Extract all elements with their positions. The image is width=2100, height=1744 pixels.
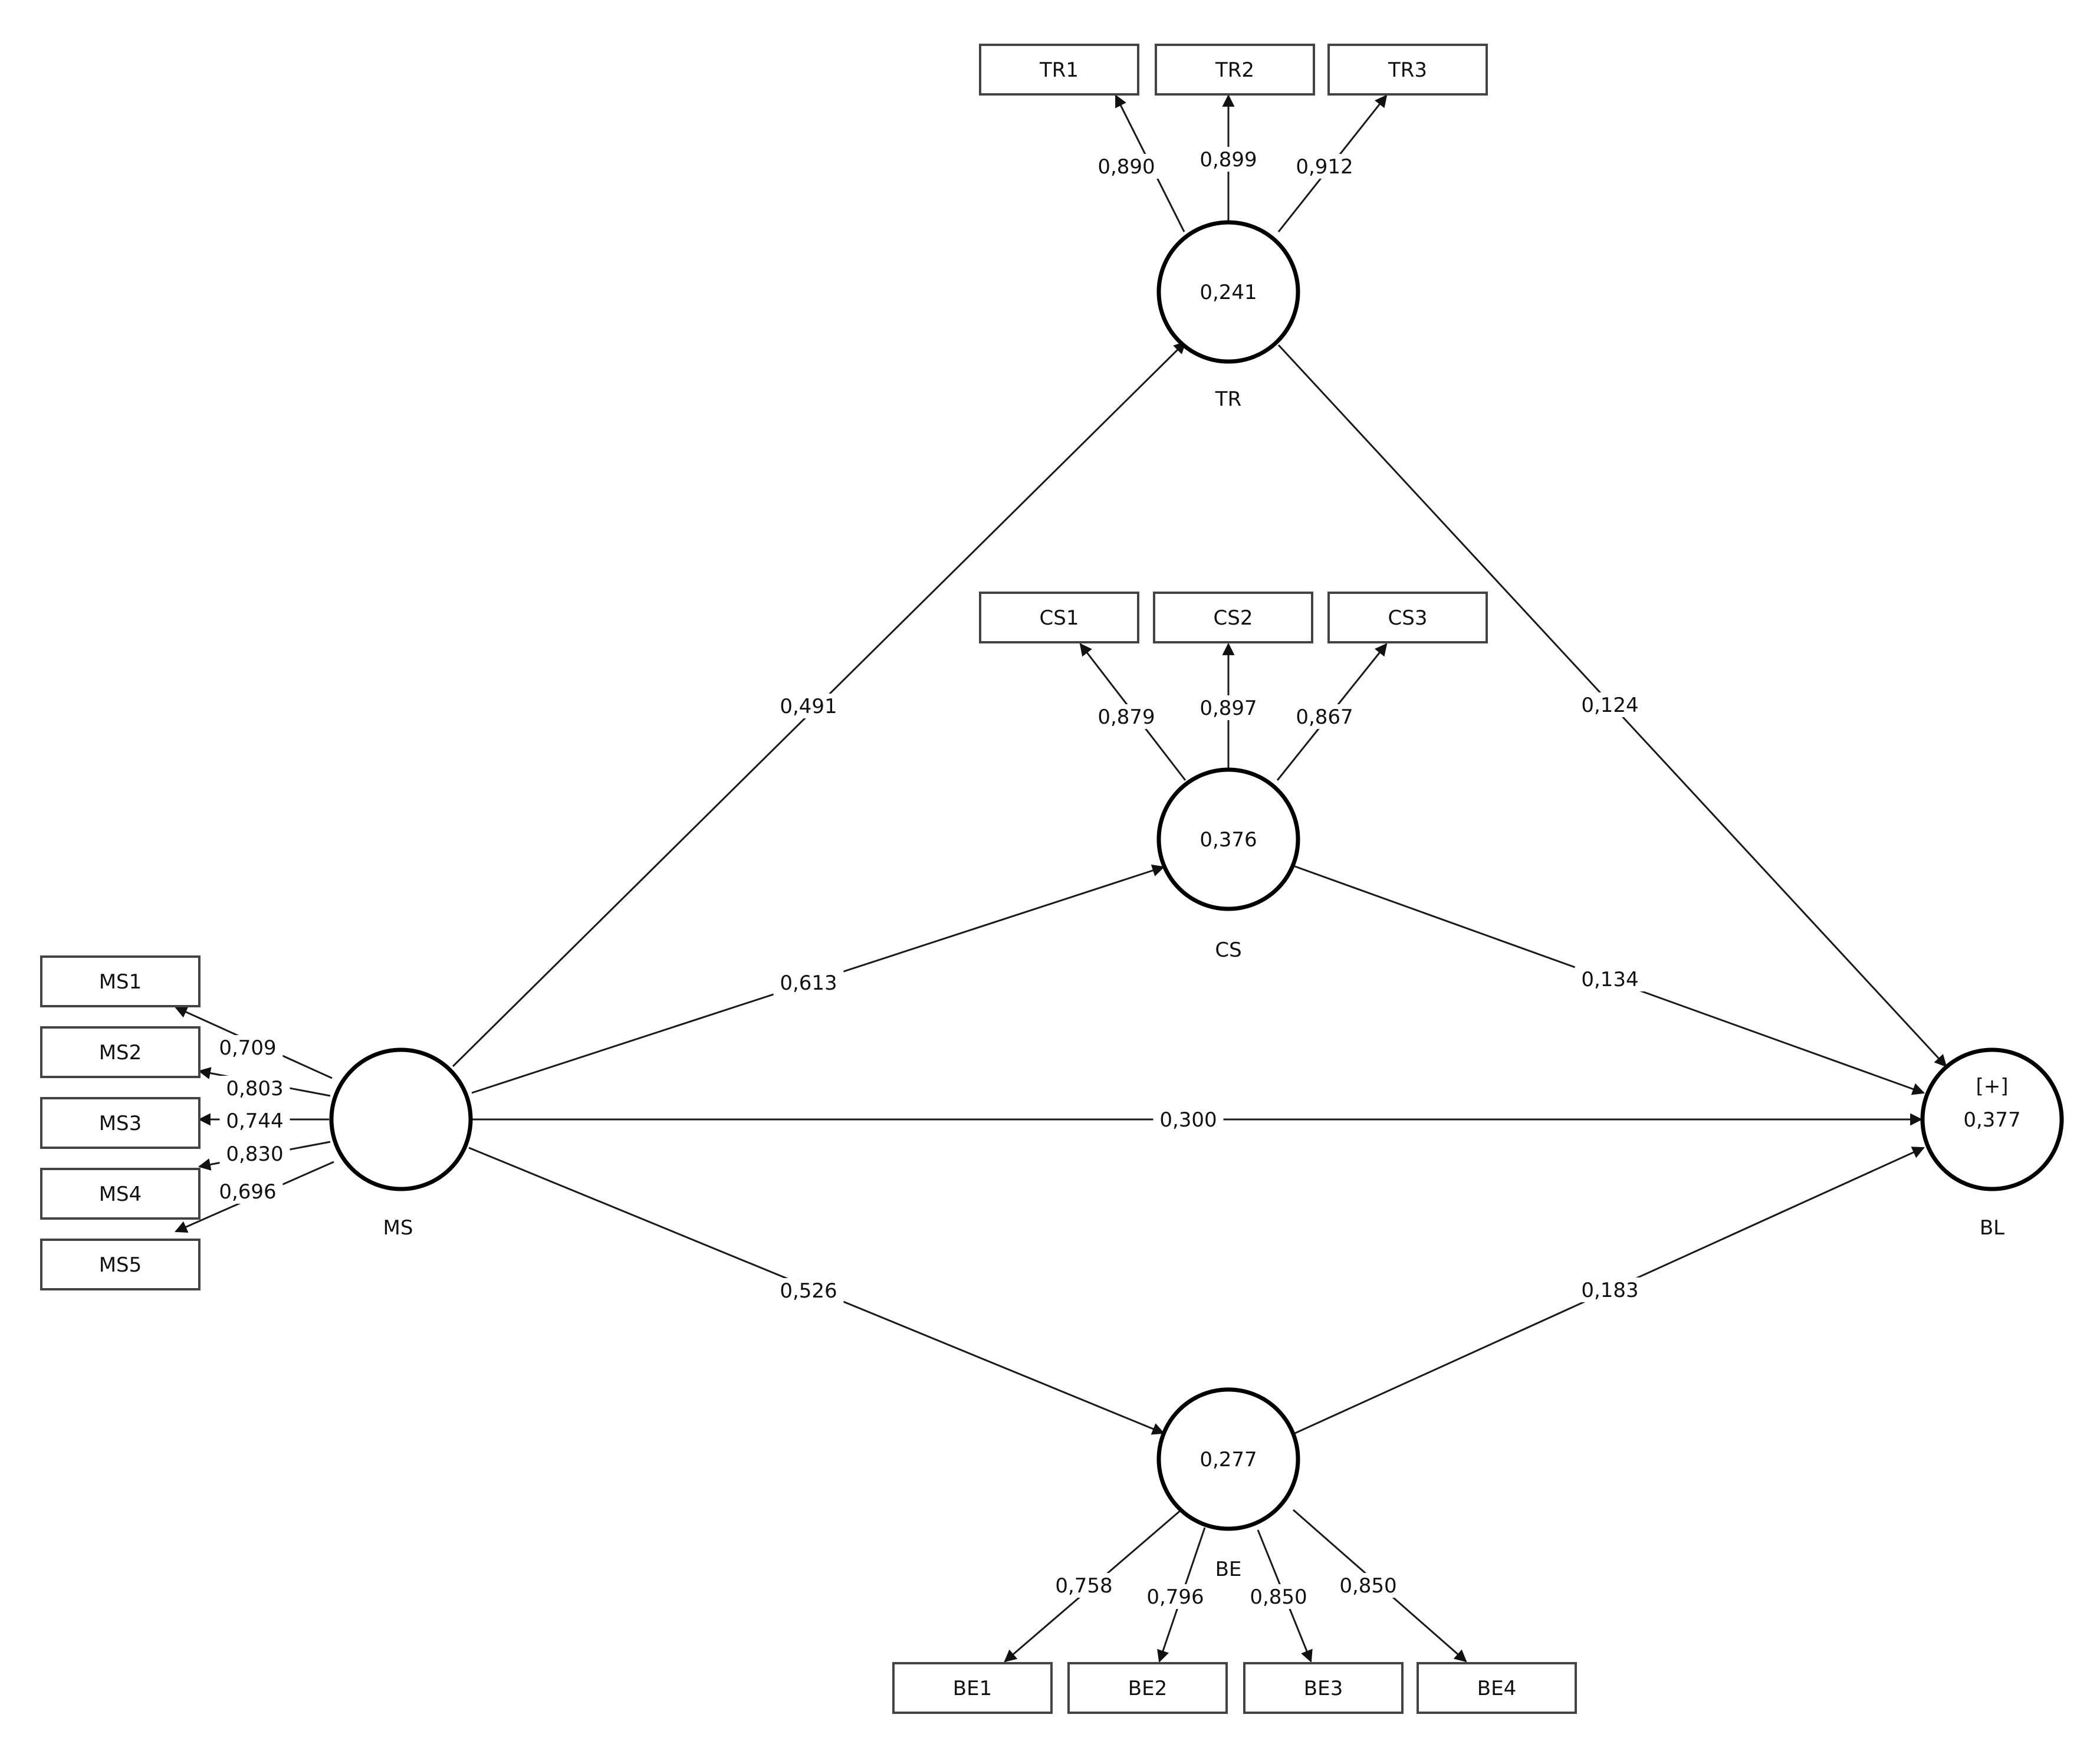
- construct-bl-name: BL: [1980, 1216, 2004, 1240]
- indicator-ms5-label: MS5: [99, 1253, 142, 1277]
- construct-be-r2-value: 0,277: [1199, 1448, 1257, 1472]
- loading-cs2-label-bg: [1193, 695, 1264, 720]
- path-ms-to-cs-label: 0,613: [780, 971, 837, 995]
- loading-ms4-label-bg: [219, 1141, 290, 1166]
- loading-cs1-label: 0,879: [1097, 705, 1155, 729]
- loading-tr2-label-bg: [1193, 147, 1264, 172]
- loading-cs3-label-bg: [1289, 704, 1360, 729]
- indicator-ms1-label: MS1: [99, 970, 142, 994]
- indicator-ms4-label: MS4: [99, 1183, 142, 1206]
- construct-bl-circle[interactable]: [1920, 1047, 2064, 1191]
- indicator-be3-label: BE3: [1304, 1677, 1343, 1700]
- indicator-be3-box[interactable]: [1243, 1662, 1404, 1714]
- loading-be3-label: 0,850: [1250, 1585, 1307, 1609]
- loading-be4-label-bg: [1333, 1573, 1404, 1598]
- indicator-cs2-label: CS2: [1214, 606, 1253, 630]
- construct-bl-r2-value: 0,377: [1963, 1108, 2020, 1132]
- indicator-be2-box[interactable]: [1067, 1662, 1228, 1714]
- loading-ms5-label-bg: [212, 1179, 283, 1204]
- loading-ms1-label-bg: [212, 1035, 283, 1060]
- construct-bl-expand-toggle[interactable]: [+]: [1976, 1075, 2008, 1098]
- loading-tr3-label: 0,912: [1296, 155, 1353, 179]
- construct-tr-circle[interactable]: [1156, 220, 1300, 364]
- indicator-ms3-label: MS3: [99, 1112, 142, 1135]
- construct-ms-circle[interactable]: [329, 1047, 473, 1191]
- indicator-be1-label: BE1: [953, 1677, 992, 1700]
- edges-layer: [175, 94, 1947, 1663]
- loading-tr3-label-bg: [1289, 154, 1360, 179]
- edge-labels-layer: 0,491 0,613 0,300 0,526 0,124 0,134 0,183 0,890…: [212, 147, 1645, 1609]
- loading-tr1-label-bg: [1091, 154, 1162, 179]
- loading-tr2-label: 0,899: [1199, 148, 1257, 172]
- indicator-tr3-box[interactable]: [1327, 44, 1488, 96]
- path-be-to-bl-label: 0,183: [1581, 1279, 1638, 1302]
- loading-cs3-label: 0,867: [1296, 705, 1353, 729]
- loading-be1-label: 0,758: [1055, 1574, 1112, 1598]
- path-ms-to-tr-label-bg: [773, 694, 844, 718]
- construct-be-circle[interactable]: [1156, 1387, 1300, 1531]
- indicator-ms4-box[interactable]: [40, 1168, 201, 1220]
- path-ms-to-tr-label: 0,491: [780, 695, 837, 718]
- indicator-cs1-label: CS1: [1040, 606, 1079, 630]
- indicator-tr2-box[interactable]: [1155, 44, 1315, 96]
- path-ms-to-bl-label-bg: [1153, 1107, 1224, 1132]
- indicator-tr1-box[interactable]: [979, 44, 1139, 96]
- loading-cs1-label-bg: [1091, 704, 1162, 729]
- loading-ms2-label-bg: [219, 1076, 290, 1101]
- loading-ms2-label: 0,803: [226, 1077, 283, 1101]
- indicator-tr2-label: TR2: [1215, 58, 1254, 82]
- indicator-be4-box[interactable]: [1417, 1662, 1577, 1714]
- loading-cs2-label: 0,897: [1199, 697, 1257, 720]
- construct-cs-name: CS: [1215, 938, 1241, 962]
- indicator-ms2-label: MS2: [99, 1041, 142, 1065]
- path-ms-to-be-label: 0,526: [780, 1279, 837, 1303]
- construct-ms-name: MS: [383, 1216, 413, 1240]
- indicator-be1-box[interactable]: [892, 1662, 1053, 1714]
- path-tr-to-bl-label-bg: [1575, 692, 1645, 717]
- path-cs-to-bl-label: 0,134: [1581, 968, 1638, 991]
- path-tr-to-bl-label: 0,124: [1581, 694, 1638, 717]
- indicator-ms2-box[interactable]: [40, 1026, 201, 1078]
- loading-ms4-label: 0,830: [226, 1142, 283, 1166]
- construct-tr-r2-value: 0,241: [1199, 281, 1257, 304]
- indicator-be4-label: BE4: [1477, 1677, 1516, 1700]
- indicator-tr3-label: TR3: [1388, 58, 1427, 82]
- loading-ms1-label: 0,709: [219, 1036, 276, 1060]
- path-be-to-bl-label-bg: [1575, 1277, 1645, 1302]
- path-ms-to-be-label-bg: [773, 1278, 844, 1303]
- loading-ms3-label: 0,744: [226, 1109, 283, 1133]
- indicator-ms5-box[interactable]: [40, 1239, 201, 1290]
- indicator-tr1-label: TR1: [1039, 58, 1079, 82]
- construct-tr-name: TR: [1215, 387, 1241, 411]
- loading-be4-label: 0,850: [1339, 1574, 1396, 1598]
- loading-tr1-label: 0,890: [1097, 155, 1155, 179]
- construct-cs-circle[interactable]: [1156, 767, 1300, 911]
- path-cs-to-bl-label-bg: [1575, 967, 1645, 991]
- loading-ms3-label-bg: [219, 1108, 290, 1133]
- loading-be3-label-bg: [1243, 1584, 1314, 1609]
- indicator-ms3-box[interactable]: [40, 1097, 201, 1149]
- indicator-ms1-box[interactable]: [40, 955, 201, 1007]
- indicator-cs2-box[interactable]: [1153, 592, 1313, 643]
- loading-be2-label: 0,796: [1146, 1585, 1204, 1609]
- construct-cs-r2-value: 0,376: [1199, 828, 1257, 852]
- indicator-cs3-label: CS3: [1388, 606, 1428, 630]
- construct-be-name: BE: [1215, 1558, 1242, 1581]
- indicator-cs3-box[interactable]: [1327, 592, 1488, 643]
- indicator-cs1-box[interactable]: [979, 592, 1139, 643]
- path-ms-to-bl-label: 0,300: [1159, 1108, 1217, 1132]
- loading-be2-label-bg: [1140, 1584, 1211, 1609]
- path-ms-to-cs-label-bg: [773, 970, 844, 995]
- loading-be1-label-bg: [1049, 1573, 1119, 1598]
- loading-ms5-label: 0,696: [219, 1180, 276, 1204]
- indicator-be2-label: BE2: [1128, 1677, 1167, 1700]
